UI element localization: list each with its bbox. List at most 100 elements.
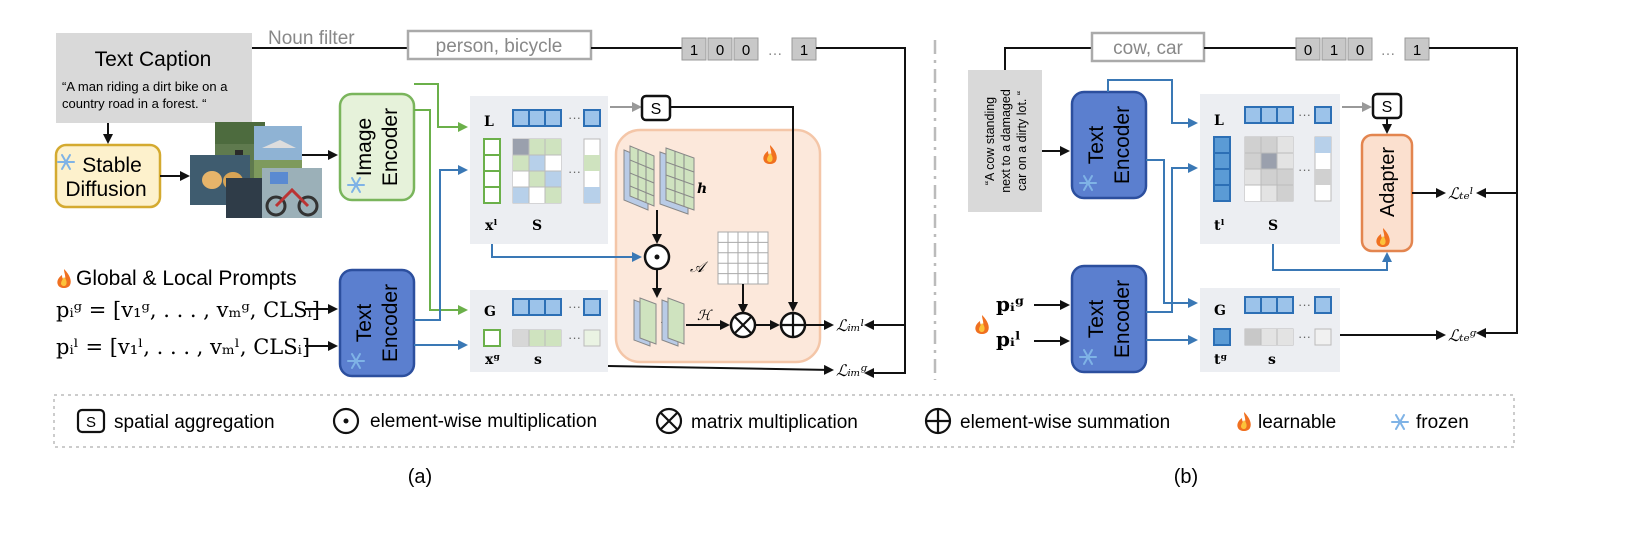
prompts-title: Global & Local Prompts [76, 267, 297, 290]
svg-text:···: ··· [568, 299, 581, 314]
xg-label: xᵍ [485, 352, 500, 368]
legend-spatial-label: spatial aggregation [114, 412, 275, 433]
caption-line: “A cow standing [983, 97, 997, 185]
feature-maps-H: · [633, 297, 685, 347]
text-encoder-b-top: Text Encoder [1070, 90, 1148, 200]
mask-bit-text: 0 [716, 42, 724, 59]
photo-collage [190, 122, 338, 218]
G-label: G [484, 304, 496, 320]
feature-maps-h [623, 145, 695, 215]
legend-spatial-icon [76, 408, 106, 434]
mask-ellipsis: … [1381, 42, 1396, 59]
legend-learnable-label: learnable [1258, 412, 1336, 433]
adapter-label: Adapter [1377, 147, 1399, 217]
mask-bit [1347, 37, 1373, 61]
nouns-text-a: person, bicycle [436, 36, 563, 57]
mask-bit-text: 1 [800, 42, 808, 59]
local-feature-panel-b: L ··· tˡ ··· [1200, 94, 1340, 244]
text-encoder-a: Text Encoder [338, 268, 416, 378]
prompt-local: pᵢˡ = [v₁ˡ, . . . , vₘˡ, CLSᵢ] [56, 335, 310, 359]
mask-bit [707, 37, 733, 61]
adapter-block-b: S Adapter [1272, 92, 1446, 271]
stable-label: Stable [82, 154, 142, 177]
spatial-S-label: S [651, 101, 662, 118]
panel-a-caption: (a) [408, 466, 432, 488]
legend-elem-mult-label: element-wise multiplication [370, 411, 597, 432]
caption-line: country road in a forest. “ [62, 96, 207, 111]
loss-im-local: ℒᵢₘˡ [836, 316, 864, 335]
s-label: s [534, 352, 542, 368]
mask-bit-text: 1 [1330, 42, 1338, 59]
similarity-matrix-S-b: ··· [1244, 136, 1332, 202]
text-label: Text [1085, 300, 1108, 339]
prompt-global-b: pᵢᵍ [996, 292, 1025, 316]
local-feature-panel-a: L ··· xˡ ··· [470, 96, 608, 244]
tl-label: tˡ [1214, 218, 1225, 234]
legend-matrix-mult-label: matrix multiplication [691, 412, 858, 433]
spatial-S-label: S [1382, 99, 1393, 116]
nouns-text-b: cow, car [1113, 38, 1183, 59]
svg-text:·: · [660, 317, 663, 328]
L-label: L [484, 114, 494, 130]
diffusion-label: Diffusion [65, 178, 146, 201]
snowflake-icon [1391, 414, 1409, 430]
caption-box [56, 33, 252, 123]
stable-diffusion-block: Stable Diffusion [54, 143, 190, 209]
encoder-label: Encoder [379, 284, 402, 362]
losses-b: ℒₜₑˡ ℒₜₑᵍ [1340, 184, 1478, 345]
G-label: G [1214, 303, 1226, 319]
prompt-global: pᵢᵍ = [v₁ᵍ, . . . , vₘᵍ, CLSᵢ] [56, 298, 320, 322]
svg-text:···: ··· [568, 110, 581, 125]
mask-bit [681, 37, 707, 61]
nouns-box-b [1090, 31, 1206, 63]
loss-te-local: ℒₜₑˡ [1448, 184, 1474, 203]
h-label: h [697, 181, 707, 197]
caption-line: car on a dirty lot. “ [1015, 91, 1029, 191]
image-label: Image [353, 118, 376, 176]
encoder-connections-b [1107, 79, 1198, 345]
text-encoder-b-bottom: Text Encoder [1070, 264, 1148, 374]
prompt-local-b: pᵢˡ [996, 327, 1021, 351]
legend-frozen-label: frozen [1416, 412, 1469, 433]
svg-text:···: ··· [568, 330, 581, 345]
noun-filter-a: Noun filter person, bicycle 1 0 0 … 1 [250, 28, 906, 378]
xl-label: xˡ [485, 218, 497, 234]
legend-elem-sum-label: element-wise summation [960, 412, 1170, 433]
svg-text:···: ··· [1298, 329, 1311, 344]
mask-bit [1321, 37, 1347, 61]
legend-spatial-symbol: S [86, 414, 96, 431]
image-encoder-a: Image Encoder [338, 92, 416, 202]
svg-text:···: ··· [568, 164, 581, 179]
learnable-region-a: S h 𝒜 · ℋ [491, 94, 822, 364]
global-feature-panel-a: G ··· ··· xᵍ s [470, 290, 608, 372]
text-label: Text [1085, 126, 1108, 165]
prompts-b: pᵢᵍ pᵢˡ [975, 292, 1070, 351]
prompts-a: Global & Local Prompts pᵢᵍ = [v₁ᵍ, . . .… [56, 267, 338, 359]
mask-bit-text: 0 [1356, 42, 1364, 59]
fire-icon [975, 315, 989, 334]
mask-bit-text: 1 [1413, 42, 1421, 59]
caption-line: “A man riding a dirt bike on a [62, 79, 228, 94]
nouns-box-a [406, 29, 593, 61]
encoder-label: Encoder [379, 108, 402, 186]
mask-bit-text: 0 [1304, 42, 1312, 59]
svg-text:···: ··· [1298, 107, 1311, 122]
tg-label: tᵍ [1214, 352, 1227, 368]
mask-bit-text: 1 [690, 42, 698, 59]
attention-matrix-A [717, 231, 769, 285]
encoder-label: Encoder [1111, 106, 1134, 184]
H-label: ℋ [697, 308, 713, 324]
svg-text:···: ··· [1298, 297, 1311, 312]
fire-icon [1237, 412, 1251, 431]
mask-ellipsis: … [768, 42, 783, 59]
losses-a: ℒᵢₘˡ ℒᵢₘᵍ [607, 316, 869, 380]
text-caption-a: Text Caption “A man riding a dirt bike o… [56, 33, 252, 144]
similarity-matrix-S: ··· [512, 138, 601, 204]
encoder-label: Encoder [1111, 280, 1134, 358]
L-label: L [1214, 113, 1224, 129]
text-caption-b: “A cow standing next to a damaged car on… [968, 70, 1070, 212]
loss-te-global: ℒₜₑᵍ [1448, 326, 1478, 345]
legend: S spatial aggregation element-wise multi… [53, 394, 1515, 448]
S-label: S [1268, 218, 1278, 234]
